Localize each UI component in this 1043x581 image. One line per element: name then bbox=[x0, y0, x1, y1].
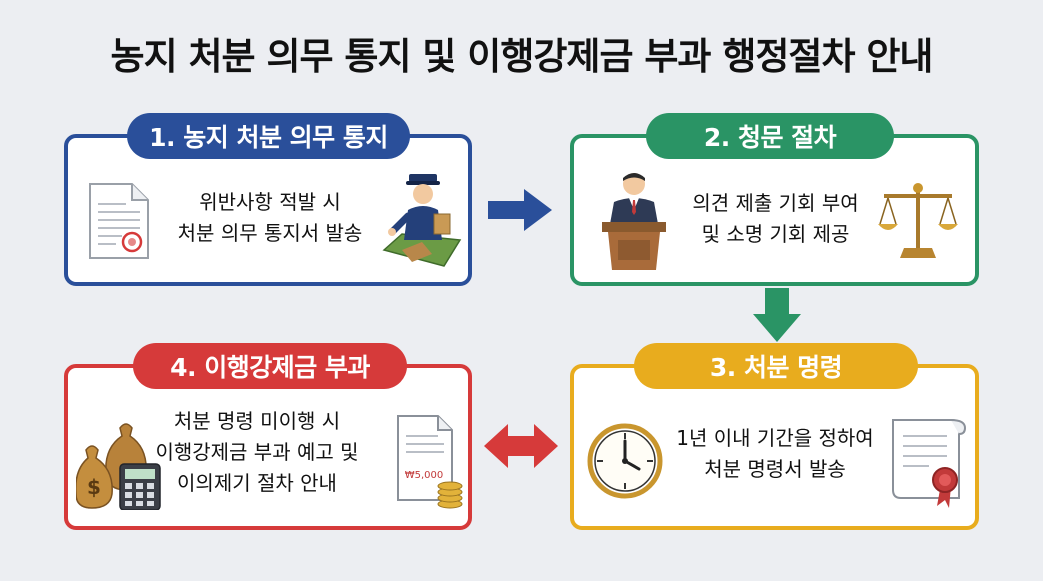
step-2-label: 2. 청문 절차 bbox=[646, 113, 894, 159]
step-3-line-2: 처분 명령서 발송 bbox=[704, 457, 846, 481]
step-2-line-1: 의견 제출 기회 부여 bbox=[692, 191, 859, 215]
invoice-amount: ₩5,000 bbox=[405, 470, 444, 481]
notice-document-icon bbox=[86, 180, 152, 262]
money-bags-calculator-icon: $ bbox=[76, 418, 166, 510]
step-3-label: 3. 처분 명령 bbox=[634, 343, 918, 389]
page-title: 농지 처분 의무 통지 및 이행강제금 부과 행정절차 안내 bbox=[110, 35, 934, 78]
step-1-line-1: 위반사항 적발 시 bbox=[199, 190, 341, 214]
certificate-scroll-icon bbox=[885, 412, 969, 510]
step-4-line-2: 이행강제금 부과 예고 및 bbox=[155, 440, 359, 464]
inspector-officer-icon bbox=[382, 170, 462, 268]
double-arrow-icon bbox=[484, 424, 558, 468]
step-1-description: 위반사항 적발 시 처분 의무 통지서 발송 bbox=[155, 187, 385, 249]
step-2-line-2: 및 소명 기회 제공 bbox=[701, 222, 850, 246]
step-4-description: 처분 명령 미이행 시 이행강제금 부과 예고 및 이의제기 절차 안내 bbox=[142, 406, 372, 499]
svg-text:$: $ bbox=[87, 475, 101, 499]
step-4-label: 4. 이행강제금 부과 bbox=[133, 343, 407, 389]
invoice-coins-icon: ₩5,000 bbox=[394, 412, 466, 510]
arrow-down-icon bbox=[753, 288, 801, 342]
arrow-right-icon bbox=[488, 189, 552, 231]
step-1-label: 1. 농지 처분 의무 통지 bbox=[127, 113, 410, 159]
step-3-description: 1년 이내 기간을 정하여 처분 명령서 발송 bbox=[650, 423, 900, 485]
scales-of-justice-icon bbox=[878, 180, 958, 262]
step-4-line-3: 이의제기 절차 안내 bbox=[177, 471, 337, 495]
step-4-line-1: 처분 명령 미이행 시 bbox=[173, 409, 341, 433]
step-1-line-2: 처분 의무 통지서 발송 bbox=[177, 221, 363, 245]
clock-icon bbox=[587, 423, 663, 499]
step-3-line-1: 1년 이내 기간을 정하여 bbox=[676, 426, 874, 450]
speaker-podium-icon bbox=[598, 168, 670, 272]
step-2-description: 의견 제출 기회 부여 및 소명 기회 제공 bbox=[668, 188, 883, 250]
